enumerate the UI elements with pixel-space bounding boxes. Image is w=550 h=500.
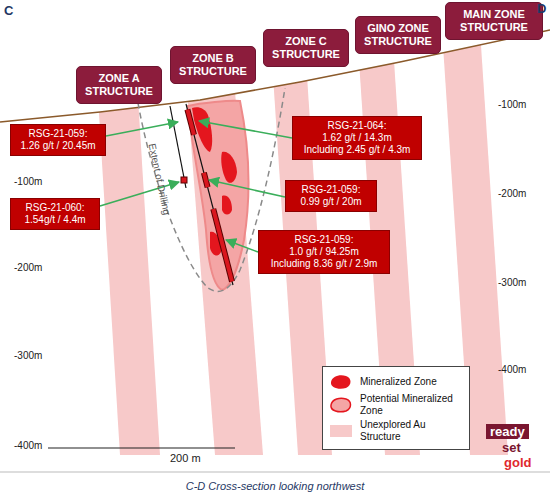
mineralized-zone — [222, 196, 232, 215]
swatch-shape — [331, 398, 351, 412]
separator-line — [0, 472, 550, 473]
section-end-label: D — [537, 1, 546, 16]
hole-id: RSG-21-064: — [297, 120, 417, 132]
legend-text: Mineralized Zone — [360, 376, 437, 388]
leader-arrow — [209, 180, 285, 197]
structure-name: GINO ZONE STRUCTURE — [359, 22, 437, 48]
intercept-segment — [213, 209, 232, 281]
logo-text: gold — [504, 455, 531, 470]
legend-item: Potential Mineralized Zone — [328, 393, 464, 417]
legend-text: Potential Mineralized Zone — [360, 393, 464, 417]
potential-zone — [188, 101, 248, 290]
assay-result: 1.54g/t / 4.4m — [15, 214, 95, 226]
assay-callout: RSG-21-064:1.62 g/t / 14.3mIncluding 2.4… — [292, 116, 422, 160]
section-end-label: C — [4, 3, 13, 18]
assay-result: Including 2.45 g/t / 4.3m — [297, 144, 417, 156]
legend-text: Unexplored Au Structure — [360, 419, 464, 443]
legend-swatch — [328, 396, 354, 414]
intercept-outline — [187, 109, 194, 134]
depth-label: -200m — [498, 188, 526, 199]
scale-bar — [48, 447, 235, 448]
structure-name: MAIN ZONE STRUCTURE — [449, 8, 539, 34]
assay-result: Including 8.36 g/t / 2.9m — [263, 258, 385, 270]
structure-name: ZONE A STRUCTURE — [80, 72, 158, 98]
leader-arrow — [199, 121, 292, 138]
structure-label: ZONE C STRUCTURE — [263, 29, 349, 67]
depth-label: -100m — [498, 99, 526, 110]
hole-id: RSG-21-059: — [15, 128, 101, 140]
scale-label: 200 m — [170, 452, 201, 464]
assay-result: 1.26 g/t / 20.45m — [15, 140, 101, 152]
intercept-outline — [213, 209, 232, 281]
intercept-marker — [181, 177, 187, 183]
assay-result: 0.99 g/t / 20m — [290, 196, 372, 208]
structure-label: ZONE B STRUCTURE — [170, 46, 256, 84]
depth-label: -300m — [498, 277, 526, 288]
assay-callout: RSG-21-059:0.99 g/t / 20m — [285, 180, 377, 212]
figure-caption: C-D Cross-section looking northwest — [0, 480, 550, 492]
hole-id: RSG-21-059: — [290, 184, 372, 196]
assay-callout: RSG-21-060:1.54g/t / 4.4m — [10, 198, 100, 230]
leader-arrow — [106, 122, 178, 136]
structure-label: GINO ZONE STRUCTURE — [355, 16, 441, 54]
assay-callout: RSG-21-059:1.0 g/t / 94.25mIncluding 8.3… — [258, 230, 390, 274]
assay-result: 1.0 g/t / 94.25m — [263, 246, 385, 258]
hole-id: RSG-21-060: — [15, 202, 95, 214]
depth-label: -400m — [14, 440, 42, 451]
extent-label: Extent of Drilling — [147, 142, 173, 216]
legend-swatch — [328, 422, 354, 440]
structure-label: ZONE A STRUCTURE — [76, 66, 162, 104]
legend-item: Unexplored Au Structure — [328, 419, 464, 443]
mineralized-zone — [221, 152, 237, 183]
structure-name: ZONE C STRUCTURE — [267, 35, 345, 61]
ground-surface — [0, 30, 550, 122]
assay-result: 1.62 g/t / 14.3m — [297, 132, 417, 144]
drill-hole — [170, 106, 186, 188]
logo-text: set — [502, 440, 521, 455]
leader-arrow — [226, 240, 258, 252]
drill-hole — [186, 104, 233, 285]
swatch-shape — [331, 375, 351, 389]
swatch-shape — [330, 425, 352, 437]
sky-area — [0, 0, 550, 122]
legend-item: Mineralized Zone — [328, 373, 464, 391]
intercept-outline — [204, 173, 208, 188]
depth-label: -200m — [14, 262, 42, 273]
depth-label: -100m — [14, 176, 42, 187]
hole-id: RSG-21-059: — [263, 234, 385, 246]
depth-label: -300m — [14, 350, 42, 361]
legend-swatch — [328, 373, 354, 391]
structure-label: MAIN ZONE STRUCTURE — [445, 2, 543, 40]
intercept-segment — [187, 109, 194, 134]
structure-name: ZONE B STRUCTURE — [174, 52, 252, 78]
depth-label: -400m — [498, 364, 526, 375]
legend-box: Mineralized ZonePotential Mineralized Zo… — [322, 366, 470, 450]
intercept-segment — [204, 173, 208, 188]
logo-text: ready — [486, 424, 529, 439]
assay-callout: RSG-21-059:1.26 g/t / 20.45m — [10, 124, 106, 156]
